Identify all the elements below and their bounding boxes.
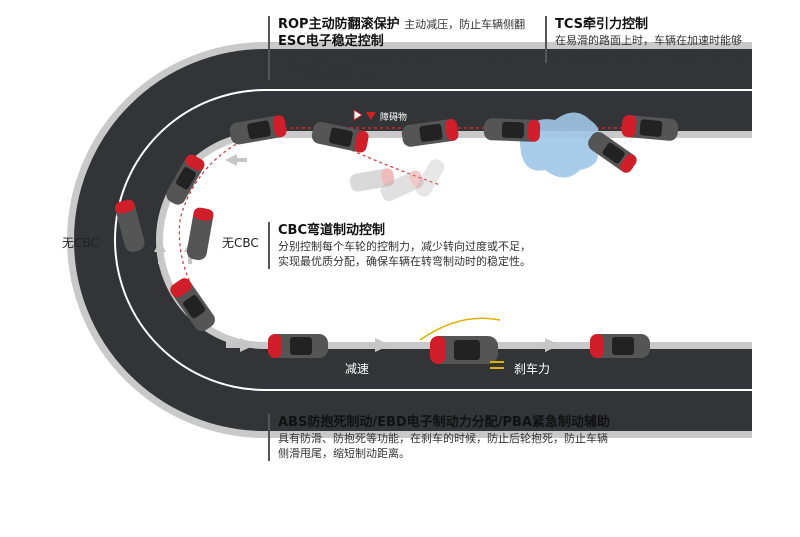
- car: [588, 132, 637, 173]
- car: [430, 336, 498, 364]
- tcs-desc-line2: 避免或减轻车轮打滑，保持行驶安全性。: [555, 49, 753, 62]
- rop-title: ROP主动防翻滚保护: [278, 17, 400, 32]
- decelerate-label: 减速: [345, 362, 370, 376]
- cbc-callout: CBC弯道制动控制 分别控制每个车轮的控制力，减少转向过度或不足， 实现最优质分…: [268, 222, 578, 269]
- brake-marks: [490, 361, 504, 369]
- car-ghost: [380, 170, 424, 202]
- cbc-title: CBC弯道制动控制: [278, 223, 385, 238]
- rop-title-suffix: 主动减压，防止车辆侧翻: [404, 18, 526, 31]
- brake-arc: [419, 317, 501, 341]
- abs-desc-line1: 具有防滑、防抱死等功能，在刹车的时候，防止后轮抱死，防止车辆: [278, 432, 608, 445]
- esc-desc-line1: 可自动向一个或多个车轮施加制动力，修正车辆的: [278, 51, 520, 64]
- road-center-line: [114, 89, 752, 391]
- car: [483, 118, 541, 142]
- abs-title: ABS防抱死制动/EBD电子制动力分配/PBA紧急制动辅助: [278, 415, 610, 430]
- obstacle-label: 障碍物: [380, 111, 407, 123]
- esc-desc-line2: 过度转向或转向不足。: [278, 66, 388, 79]
- rop-title-line: ROP主动防翻滚保护 主动减压，防止车辆侧翻: [278, 16, 540, 33]
- cbc-desc-line2: 实现最优质分配，确保车辆在转弯制动时的稳定性。: [278, 255, 531, 268]
- car: [229, 115, 287, 145]
- car: [186, 207, 214, 261]
- car: [401, 118, 459, 147]
- car: [170, 278, 215, 332]
- esc-title: ESC电子稳定控制: [278, 34, 384, 49]
- car: [166, 154, 205, 205]
- car: [621, 115, 679, 141]
- cbc-desc-line1: 分别控制每个车轮的控制力，减少转向过度或不足，: [278, 240, 531, 253]
- car-ghost: [415, 159, 445, 197]
- trajectory-line: [178, 127, 665, 301]
- car: [268, 334, 328, 358]
- car: [114, 199, 145, 252]
- tcs-desc-line1: 在易滑的路面上时，车辆在加速时能够: [555, 34, 742, 47]
- tcs-title: TCS牵引力控制: [555, 17, 649, 32]
- brake-force-label: 刹车力: [514, 362, 551, 376]
- tcs-callout: TCS牵引力控制 在易滑的路面上时，车辆在加速时能够 避免或减轻车轮打滑，保持行…: [545, 16, 795, 63]
- no-cbc-inner-label: 无CBC: [222, 236, 259, 250]
- abs-desc-line2: 侧滑甩尾，缩短制动距离。: [278, 447, 410, 460]
- rop-esc-callout: ROP主动防翻滚保护 主动减压，防止车辆侧翻 ESC电子稳定控制 可自动向一个或…: [268, 16, 540, 80]
- trajectory-line-alt: [329, 139, 441, 186]
- no-cbc-outer-label: 无CBC: [62, 236, 99, 250]
- car: [311, 121, 369, 153]
- abs-callout: ABS防抱死制动/EBD电子制动力分配/PBA紧急制动辅助 具有防滑、防抱死等功…: [268, 414, 678, 461]
- obstacle-icon: [353, 109, 376, 121]
- car-ghost: [349, 168, 395, 192]
- car: [590, 334, 650, 358]
